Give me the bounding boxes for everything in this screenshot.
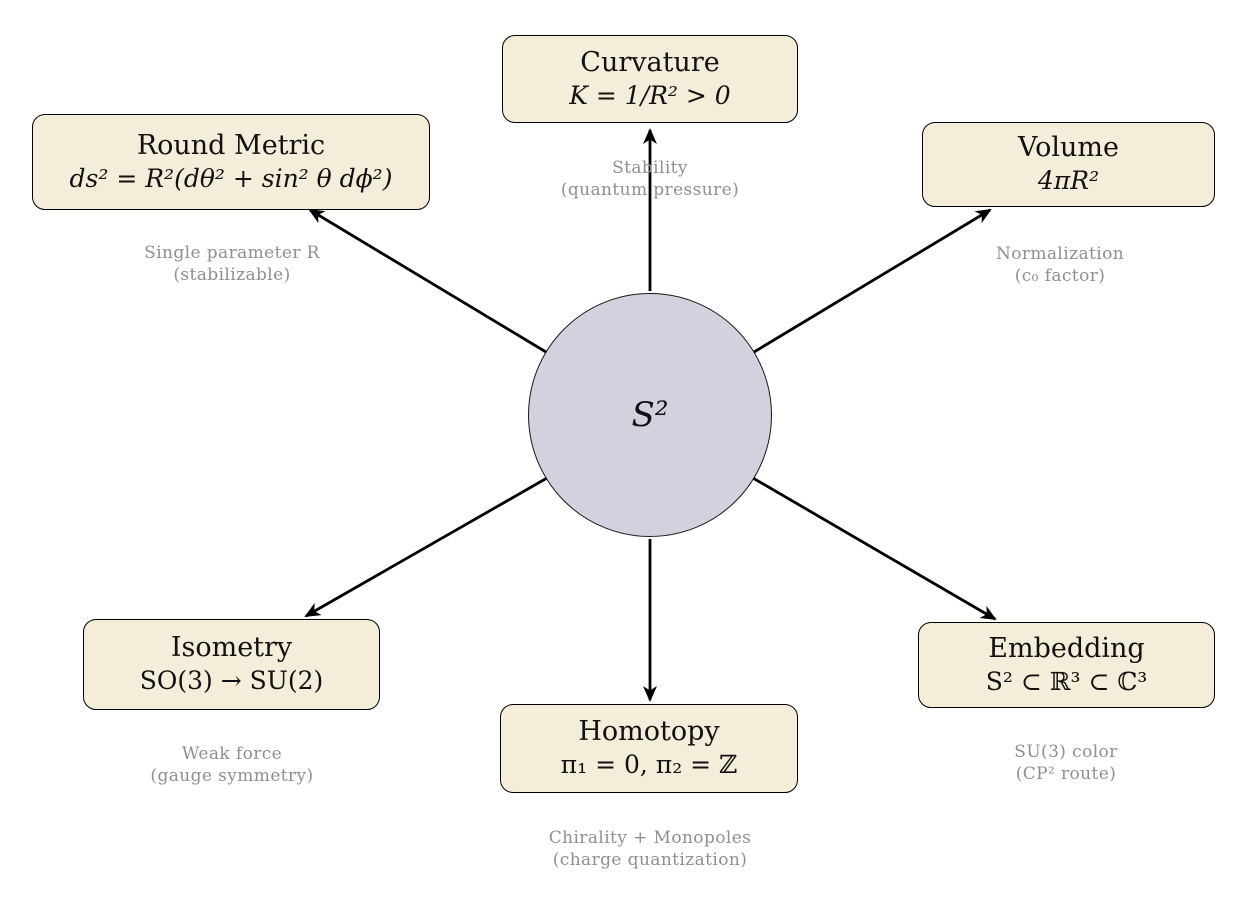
node-homotopy-formula: π₁ = 0, π₂ = ℤ [560, 750, 738, 780]
node-volume: Volume 4πR² [922, 122, 1215, 207]
annotation-curvature: Stability (quantum pressure) [561, 157, 739, 202]
annotation-homotopy: Chirality + Monopoles (charge quantizati… [549, 827, 752, 872]
annotation-line: (stabilizable) [173, 265, 291, 286]
annotation-line: (c₀ factor) [1014, 266, 1106, 287]
annotation-round-metric: Single parameter R (stabilizable) [144, 242, 320, 287]
node-volume-title: Volume [1018, 132, 1119, 164]
node-isometry-formula: SO(3) → SU(2) [139, 666, 324, 696]
node-volume-formula: 4πR² [1037, 166, 1100, 196]
annotation-line: (charge quantization) [552, 850, 748, 871]
node-embedding-title: Embedding [988, 632, 1145, 664]
node-homotopy: Homotopy π₁ = 0, π₂ = ℤ [500, 704, 798, 793]
annotation-line: Single parameter R [144, 243, 320, 263]
node-embedding-formula: S² ⊂ ℝ³ ⊂ ℂ³ [985, 666, 1148, 696]
node-embedding: Embedding S² ⊂ ℝ³ ⊂ ℂ³ [918, 622, 1215, 708]
center-node-label: S² [631, 395, 669, 435]
node-homotopy-title: Homotopy [578, 716, 720, 748]
annotation-line: (quantum pressure) [560, 180, 740, 201]
node-round-metric-title: Round Metric [136, 129, 326, 161]
arrow-to-volume [753, 208, 992, 354]
arrow-to-isometry [304, 476, 548, 618]
annotation-line: Stability [612, 158, 688, 178]
node-curvature: Curvature K = 1/R² > 0 [502, 35, 798, 123]
annotation-line: SU(3) color [1014, 742, 1118, 762]
node-curvature-title: Curvature [580, 46, 720, 78]
node-isometry-title: Isometry [170, 632, 293, 664]
center-node-sphere: S² [528, 293, 772, 537]
node-curvature-formula: K = 1/R² > 0 [569, 80, 731, 110]
annotation-line: (gauge symmetry) [150, 766, 314, 787]
annotation-line: Chirality + Monopoles [548, 828, 752, 848]
annotation-isometry: Weak force (gauge symmetry) [150, 743, 313, 788]
annotation-line: Normalization [995, 244, 1125, 264]
arrow-to-round-metric [308, 208, 547, 354]
annotation-line: Weak force [181, 744, 283, 764]
annotation-volume: Normalization (c₀ factor) [996, 243, 1124, 288]
node-round-metric: Round Metric ds² = R²(dθ² + sin² θ dϕ²) [32, 114, 430, 210]
node-round-metric-formula: ds² = R²(dθ² + sin² θ dϕ²) [69, 163, 393, 193]
annotation-line: (CP² route) [1015, 764, 1117, 785]
arrow-to-embedding [752, 476, 997, 621]
annotation-embedding: SU(3) color (CP² route) [1014, 741, 1117, 786]
node-isometry: Isometry SO(3) → SU(2) [83, 619, 380, 710]
